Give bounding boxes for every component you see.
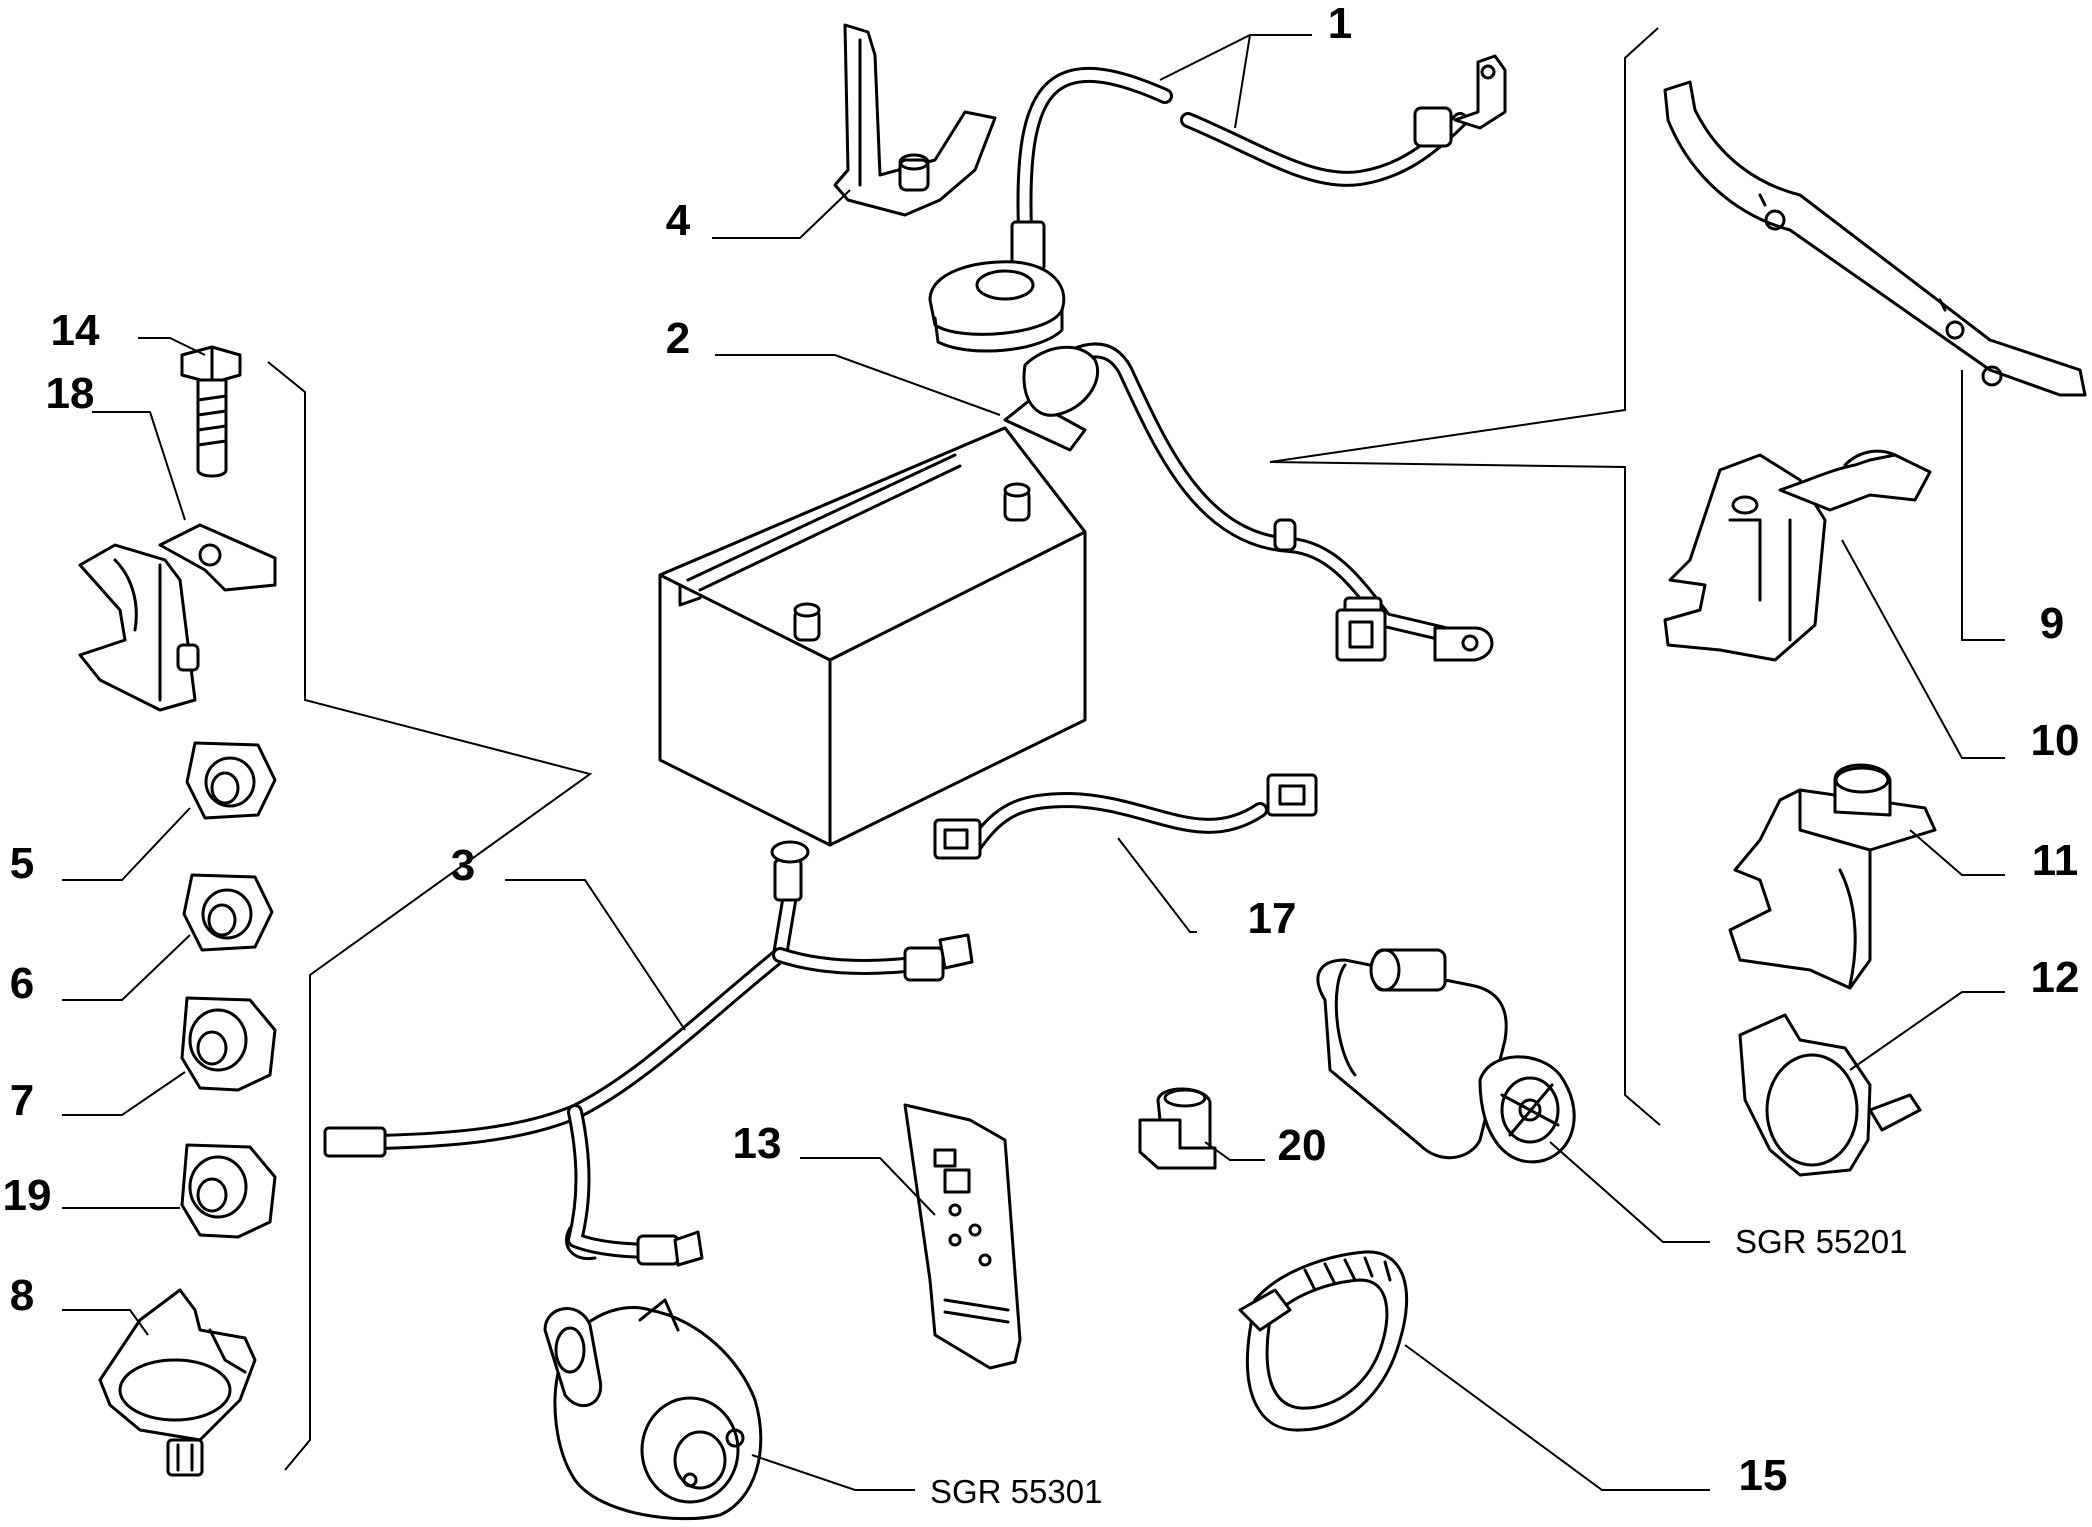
cable-clamp-12 [1738,1013,1922,1177]
callout-14: 14 [51,306,100,355]
callout-3: 3 [451,841,475,890]
bolt [180,345,242,478]
hose-clamp-band [1238,1250,1408,1432]
callout-5: 5 [10,839,34,888]
callout-15: 15 [1739,1451,1788,1500]
battery-positive-cable [928,54,1507,353]
callout-2: 2 [666,314,690,363]
battery-negative-cable [1003,342,1494,662]
support-rail [1663,80,2087,397]
reference-starter: SGR 55201 [1735,1223,1907,1260]
nut-6 [182,873,274,952]
right-group-bracket [1269,27,1661,1126]
left-group-bracket [267,361,593,1471]
callout-18: 18 [46,369,95,418]
battery-clamp-bracket [833,23,997,217]
callout-7: 7 [10,1076,34,1125]
clip-bracket [78,523,277,712]
reference-alternator: SGR 55301 [930,1473,1102,1510]
callout-10: 10 [2031,716,2080,765]
alternator [543,1298,763,1521]
mounting-plate [903,1103,1022,1370]
callout-6: 6 [10,959,34,1008]
callout-19: 19 [3,1171,52,1220]
starter-motor [1316,948,1576,1164]
callout-1: 1 [1328,0,1352,48]
callout-13: 13 [733,1119,782,1168]
callout-8: 8 [10,1271,34,1320]
callout-9: 9 [2040,599,2064,648]
cable-bracket-11 [1728,763,1937,990]
nut-7 [180,996,277,1092]
callout-11: 11 [2032,836,2079,885]
callout-labels: 1 2 3 4 5 6 7 8 9 10 11 12 13 14 15 17 1… [3,0,2080,1500]
hose-clip [98,1288,257,1477]
main-wiring-harness [323,840,974,1267]
nut-19 [180,1143,277,1239]
callout-12: 12 [2031,953,2080,1002]
reference-labels: SGR 55201 SGR 55301 [930,1223,1907,1510]
connector-lead [933,773,1318,860]
callout-17: 17 [1248,894,1297,943]
callout-4: 4 [666,196,691,245]
callout-20: 20 [1278,1121,1327,1170]
rubber-elbow [1138,1087,1217,1170]
cable-bracket-10 [1663,449,1932,662]
leader-lines [62,34,2005,1491]
nut-5 [185,741,277,820]
battery [658,426,1087,847]
